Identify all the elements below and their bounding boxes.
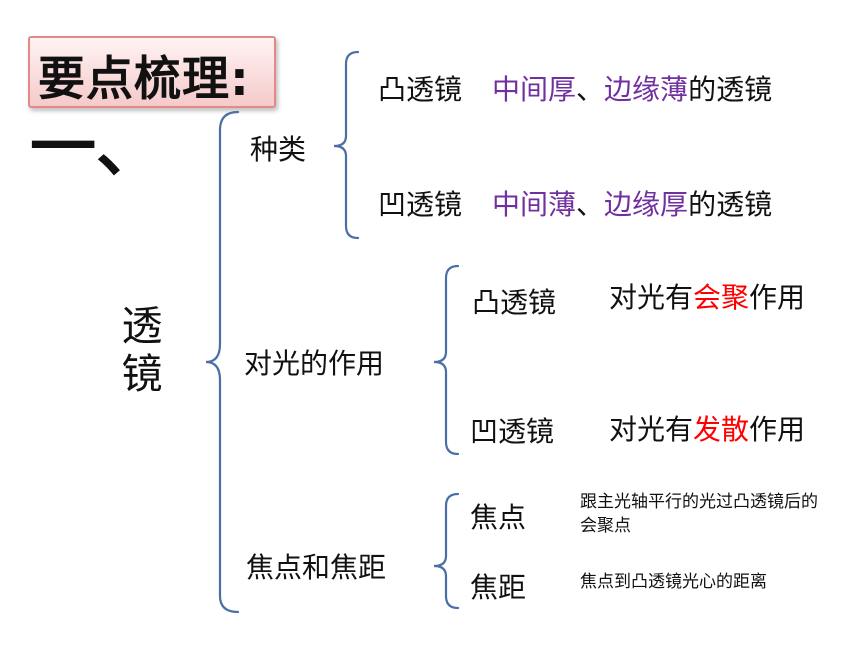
suffix-text: 作用 bbox=[749, 413, 806, 446]
definition-focal-point: 跟主光轴平行的光过凸透镜后的会聚点 bbox=[580, 492, 818, 536]
highlight-text: 会聚 bbox=[693, 281, 750, 314]
definition-focal-length: 焦点到凸透镜光心的距离 bbox=[580, 572, 767, 592]
topic-label: 透镜 bbox=[121, 302, 163, 398]
category-label-effect: 对光的作用 bbox=[244, 347, 385, 380]
suffix-text: 的透镜 bbox=[688, 73, 773, 106]
highlight-text: 边缘薄 bbox=[604, 73, 689, 106]
types-row-convex: 凸透镜中间厚、边缘薄的透镜 bbox=[378, 68, 772, 108]
separator: 、 bbox=[576, 73, 605, 106]
section-number: 一、 bbox=[30, 109, 162, 186]
lens-name: 凸透镜 bbox=[378, 73, 463, 106]
suffix-text: 作用 bbox=[749, 281, 806, 314]
types-row-concave: 凹透镜中间薄、边缘厚的透镜 bbox=[378, 183, 772, 223]
separator: 、 bbox=[576, 188, 605, 221]
effect-row-convex: 对光有会聚作用 bbox=[609, 276, 805, 316]
lens-name: 凸透镜 bbox=[472, 286, 557, 319]
term-focal-length: 焦距 bbox=[470, 571, 527, 604]
category-label-focus: 焦点和焦距 bbox=[246, 551, 387, 584]
types-bracket bbox=[333, 50, 360, 240]
category-label-types: 种类 bbox=[250, 133, 307, 166]
highlight-text: 发散 bbox=[693, 413, 750, 446]
highlight-text: 边缘厚 bbox=[604, 188, 689, 221]
effect-bracket bbox=[433, 264, 460, 456]
lens-name: 凹透镜 bbox=[378, 188, 463, 221]
highlight-text: 中间薄 bbox=[492, 188, 577, 221]
prefix-text: 对光有 bbox=[609, 413, 694, 446]
suffix-text: 的透镜 bbox=[688, 188, 773, 221]
effect-row-concave: 对光有发散作用 bbox=[609, 408, 805, 448]
highlight-text: 中间厚 bbox=[492, 73, 577, 106]
title-box bbox=[28, 36, 276, 108]
page-title: 要点梳理: bbox=[38, 52, 250, 107]
main-bracket bbox=[205, 110, 240, 614]
lens-name: 凹透镜 bbox=[470, 415, 555, 448]
term-focal-point: 焦点 bbox=[470, 501, 527, 534]
focus-bracket bbox=[433, 492, 460, 610]
prefix-text: 对光有 bbox=[609, 281, 694, 314]
